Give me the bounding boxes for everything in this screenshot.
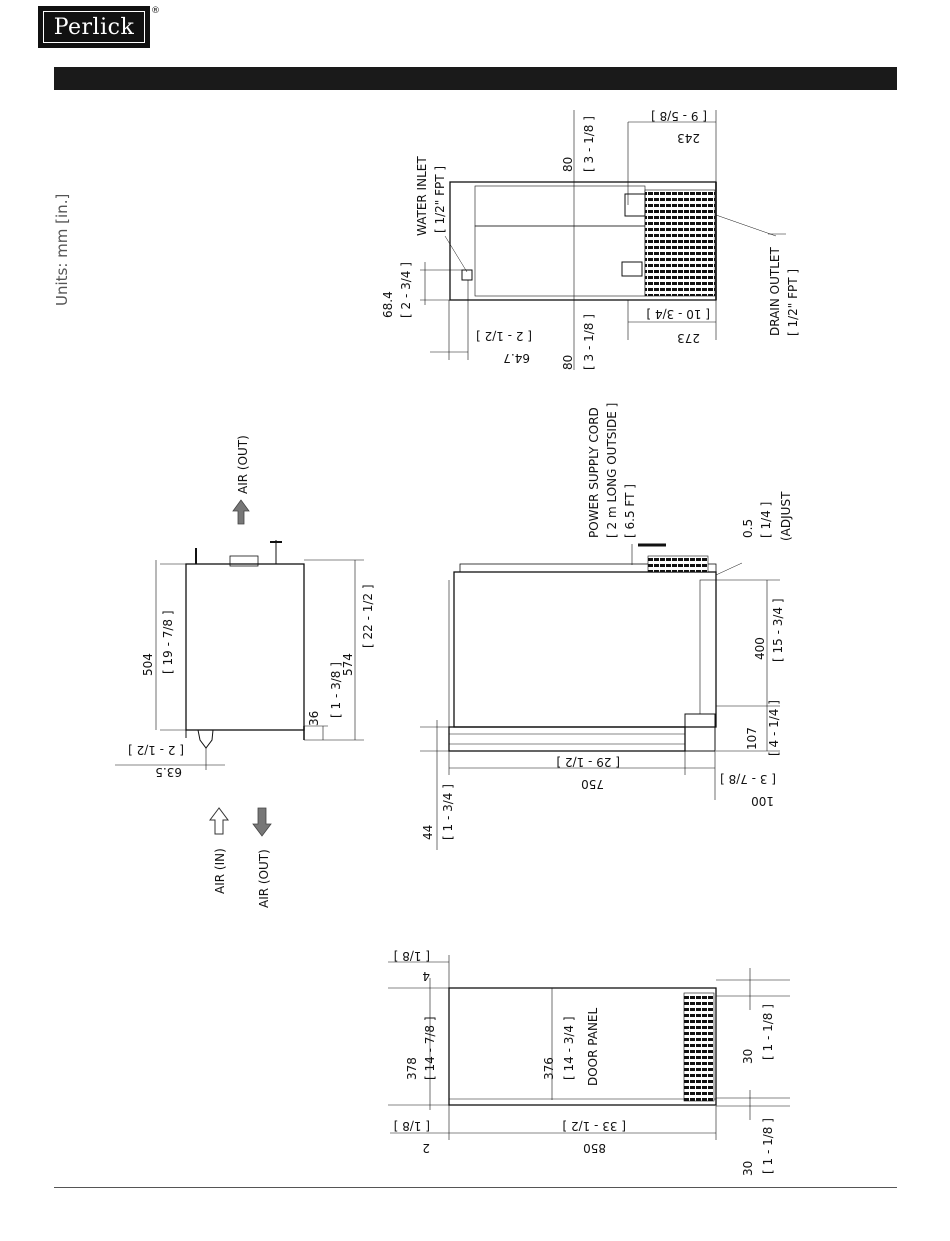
dim-107-in: [ 4 - 1/4 ] — [767, 700, 781, 756]
dim-400-in: [ 15 - 3/4 ] — [771, 598, 785, 662]
dim-2-in: [ 1/8 ] — [394, 1119, 430, 1133]
header-bar — [54, 67, 897, 90]
adjust-label: (ADJUST — [779, 491, 793, 541]
dim-36: 36 — [307, 711, 321, 726]
dim-30-bottom-in: [ 1 - 1/8 ] — [761, 1118, 775, 1174]
end-view — [115, 540, 364, 770]
dim-243: 243 — [677, 131, 700, 145]
dim-44: 44 — [421, 825, 435, 840]
dim-273-in: [ 10 - 3/4 ] — [646, 307, 710, 321]
dim-378-in: [ 14 - 7/8 ] — [423, 1016, 437, 1080]
dim-850: 850 — [583, 1141, 606, 1155]
dim-63-5: 63.5 — [155, 765, 182, 779]
registered-mark: ® — [151, 6, 160, 16]
dim-100-in: [ 3 - 7/8 ] — [720, 772, 776, 786]
dim-80-bottom: 80 — [561, 355, 575, 370]
top-view — [420, 110, 786, 370]
dim-80-top-in: [ 3 - 1/8 ] — [582, 116, 596, 172]
dim-0-5: 0.5 — [741, 519, 755, 538]
dim-376-in: [ 14 - 3/4 ] — [562, 1016, 576, 1080]
dim-750: 750 — [581, 777, 604, 791]
water-inlet-size: [ 1/2" FPT ] — [433, 166, 447, 233]
dim-36-in: [ 1 - 3/8 ] — [329, 662, 343, 718]
drain-outlet-size: [ 1/2" FPT ] — [786, 269, 800, 336]
dim-504-in: [ 19 - 7/8 ] — [161, 610, 175, 674]
dim-80-top: 80 — [561, 157, 575, 172]
logo-wordmark: Perlick — [53, 14, 135, 40]
dim-574: 574 — [341, 653, 355, 676]
dim-100: 100 — [751, 794, 774, 808]
front-view — [388, 955, 790, 1140]
power-cord-feet: [ 6.5 FT ] — [623, 484, 637, 538]
door-panel-label: DOOR PANEL — [586, 1007, 600, 1086]
footer-divider — [54, 1187, 897, 1188]
power-cord-length: [ 2 m LONG OUTSIDE ] — [605, 403, 619, 538]
dim-30-bottom: 30 — [741, 1161, 755, 1176]
dim-30-top-in: [ 1 - 1/8 ] — [761, 1004, 775, 1060]
dim-850-in: [ 33 - 1/2 ] — [562, 1119, 626, 1133]
air-in-label: AIR (IN) — [213, 848, 227, 894]
dim-64-7: 64.7 — [503, 351, 530, 365]
dim-378: 378 — [405, 1057, 419, 1080]
dim-243-in: [ 9 - 5/8 ] — [651, 109, 707, 123]
power-cord-label: POWER SUPPLY CORD — [587, 407, 601, 538]
brand-logo: Perlick ® — [38, 6, 160, 48]
dim-4: 4 — [422, 969, 430, 983]
dim-68-4: 68.4 — [381, 291, 395, 318]
dim-0-5-in: [ 1/4 ] — [759, 502, 773, 538]
dim-750-in: [ 29 - 1/2 ] — [556, 755, 620, 769]
side-view — [420, 543, 780, 850]
dim-63-5-in: [ 2 - 1/2 ] — [128, 743, 184, 757]
dim-574-in: [ 22 - 1/2 ] — [361, 584, 375, 648]
dim-376: 376 — [542, 1057, 556, 1080]
dim-30-top: 30 — [741, 1049, 755, 1064]
air-out-label: AIR (OUT) — [257, 849, 271, 908]
dim-80-bottom-in: [ 3 - 1/8 ] — [582, 314, 596, 370]
air-in-arrow-icon — [209, 807, 229, 835]
dim-273: 273 — [677, 331, 700, 345]
dim-44-in: [ 1 - 3/4 ] — [441, 784, 455, 840]
drain-outlet-label: DRAIN OUTLET — [768, 247, 782, 336]
dim-4-in: [ 1/8 ] — [394, 949, 430, 963]
dim-107: 107 — [745, 727, 759, 750]
dim-400: 400 — [753, 637, 767, 660]
units-label: Units: mm [in.] — [53, 194, 71, 306]
dim-504: 504 — [141, 653, 155, 676]
water-inlet-label: WATER INLET — [415, 156, 429, 236]
dim-68-4-in: [ 2 - 3/4 ] — [399, 262, 413, 318]
air-out-top-label: AIR (OUT) — [236, 435, 250, 494]
air-out-arrow-icon — [252, 807, 272, 837]
dim-2: 2 — [422, 1141, 430, 1155]
air-out-top-arrow-icon — [232, 499, 250, 525]
dim-64-7-in: [ 2 - 1/2 ] — [476, 329, 532, 343]
